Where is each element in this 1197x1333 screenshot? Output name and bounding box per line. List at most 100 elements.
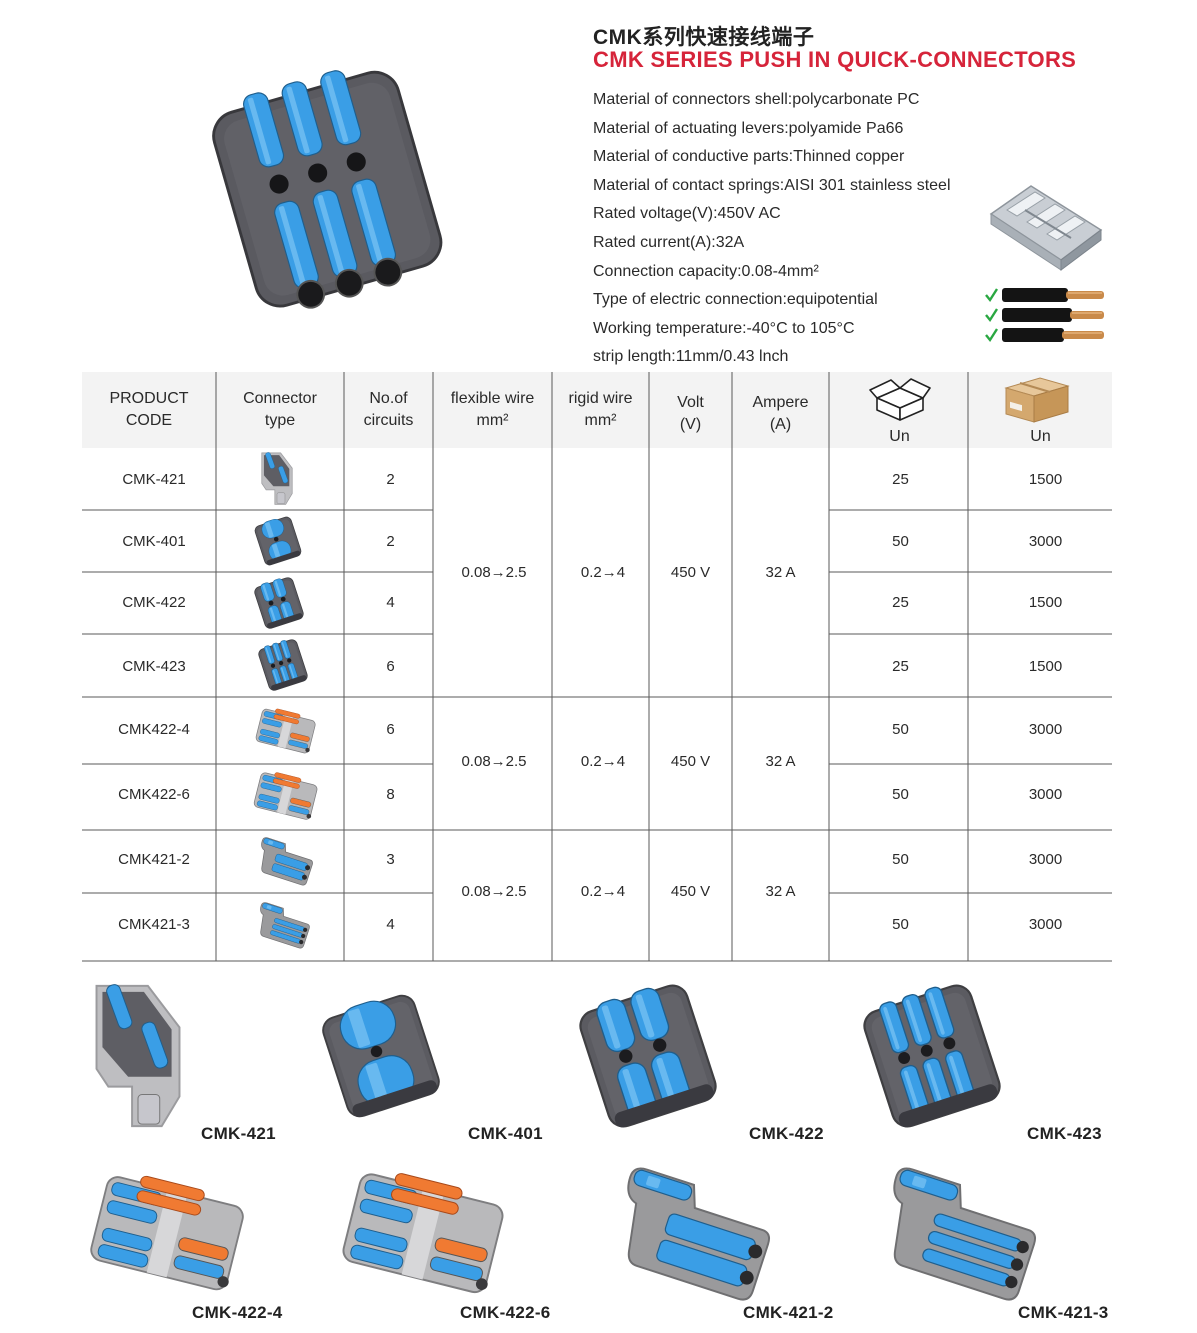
header-circuits-line2: circuits: [363, 412, 414, 429]
row-un-carton: 3000: [1028, 851, 1063, 868]
row-code: CMK421-2: [118, 851, 190, 868]
header-connector-type-line2: type: [264, 412, 296, 429]
group-rigid-wire: 0.2→4: [580, 753, 626, 770]
spec-rated-voltage: Rated voltage(V):450V AC: [593, 205, 781, 223]
group-rigid-wire: 0.2→4: [580, 883, 626, 900]
header-volt: Volt (V): [649, 392, 732, 436]
group-ampere: 32 A: [765, 753, 796, 770]
row-code: CMK-401: [122, 533, 186, 550]
row-circuits: 8: [386, 786, 395, 803]
connector-thumb: [248, 901, 318, 949]
checkmark-icon: [985, 288, 999, 303]
gallery-image-cmk-422: [574, 978, 722, 1134]
row-circuits: 6: [386, 658, 395, 675]
connector-thumb: [251, 637, 315, 693]
stripped-wires-icon: [985, 288, 1104, 343]
spec-lever-material: Material of actuating levers:polyamide P…: [593, 119, 904, 137]
group-flexible-wire: 0.08→2.5: [461, 564, 527, 581]
gallery-image-cmk-422-4: [86, 1163, 250, 1303]
header-product-code-line2: CODE: [125, 412, 173, 429]
spec-connection-type: Type of electric connection:equipotentia…: [593, 291, 878, 309]
group-ampere: 32 A: [765, 564, 796, 581]
row-un-carton: 1500: [1028, 471, 1063, 488]
connector-thumb: [254, 705, 318, 757]
wire-2: [1002, 308, 1104, 322]
header-un-carton: Un: [1030, 428, 1051, 445]
row-un-box: 50: [892, 721, 909, 738]
header-rigid-wire-line1: rigid wire: [568, 390, 633, 407]
spec-list: Material of connectors shell:polycarbona…: [593, 86, 951, 372]
carton-box-icon: [1004, 377, 1070, 423]
gallery-image-cmk-401: [318, 980, 444, 1132]
group-volt: 450 V: [670, 883, 711, 900]
gallery-label-cmk-422-6: CMK-422-6: [460, 1303, 551, 1322]
row-code: CMK-421: [122, 471, 186, 488]
group-flexible-wire: 0.08→2.5: [461, 753, 527, 770]
row-circuits: 3: [386, 851, 395, 868]
header-rigid-wire-line2: mm²: [584, 412, 617, 429]
row-code: CMK-422: [122, 594, 186, 611]
group-flexible-wire: 0.08→2.5: [461, 883, 527, 900]
hero-connector-image: [196, 64, 458, 322]
row-circuits: 2: [386, 533, 395, 550]
header-rigid-wire: rigid wire mm²: [552, 388, 649, 432]
title-chinese: CMK系列快速接线端子: [593, 26, 815, 49]
row-circuits: 6: [386, 721, 395, 738]
wire-1: [1002, 288, 1104, 302]
group-volt: 450 V: [670, 753, 711, 770]
row-code: CMK421-3: [118, 916, 190, 933]
row-un-carton: 3000: [1028, 786, 1063, 803]
header-circuits-line1: No.of: [369, 390, 408, 407]
spec-strip-length: strip length:11mm/0.43 lnch: [593, 348, 789, 366]
spec-rated-current: Rated current(A):32A: [593, 233, 745, 251]
row-un-carton: 3000: [1028, 916, 1063, 933]
gallery-image-cmk-421: [82, 978, 194, 1136]
row-un-box: 50: [892, 851, 909, 868]
header-circuits: No.of circuits: [344, 388, 433, 432]
gallery-label-cmk-401: CMK-401: [468, 1124, 543, 1143]
group-rigid-wire: 0.2→4: [580, 564, 626, 581]
gallery-label-cmk-423: CMK-423: [1027, 1124, 1102, 1143]
row-un-box: 50: [892, 533, 909, 550]
spec-spring-material: Material of contact springs:AISI 301 sta…: [593, 176, 951, 194]
row-code: CMK422-4: [118, 721, 190, 738]
connector-thumb: [252, 769, 320, 823]
connector-thumb: [250, 836, 320, 886]
row-un-carton: 3000: [1028, 533, 1063, 550]
checkmark-icon: [985, 328, 999, 343]
header-product-code: PRODUCT CODE: [82, 388, 216, 432]
header-flexible-wire-line1: flexible wire: [450, 390, 535, 407]
contact-spring-icon: [989, 185, 1103, 271]
spec-table-grid: [82, 372, 1112, 962]
gallery-image-cmk-421-3: [864, 1164, 1054, 1302]
spec-conductive-material: Material of conductive parts:Thinned cop…: [593, 148, 905, 166]
header-connector-type: Connector type: [216, 388, 344, 432]
row-un-carton: 3000: [1028, 721, 1063, 738]
row-un-box: 50: [892, 786, 909, 803]
gallery-label-cmk-422: CMK-422: [749, 1124, 824, 1143]
open-box-icon: [869, 378, 931, 421]
header-volt-line1: Volt: [677, 394, 704, 411]
gallery-image-cmk-421-2: [602, 1164, 784, 1302]
row-code: CMK-423: [122, 658, 186, 675]
spec-connection-capacity: Connection capacity:0.08-4mm²: [593, 262, 819, 280]
gallery-image-cmk-423: [850, 978, 1014, 1134]
row-circuits: 4: [386, 594, 395, 611]
spec-shell-material: Material of connectors shell:polycarbona…: [593, 91, 920, 108]
row-circuits: 4: [386, 916, 395, 933]
gallery-label-cmk-421-2: CMK-421-2: [743, 1303, 834, 1322]
header-un-box: Un: [889, 428, 910, 445]
row-un-carton: 1500: [1028, 658, 1063, 675]
row-un-box: 50: [892, 916, 909, 933]
header-volt-line2: (V): [679, 416, 702, 433]
gallery-label-cmk-421-3: CMK-421-3: [1018, 1303, 1109, 1322]
header-ampere: Ampere (A): [732, 392, 829, 436]
spec-working-temperature: Working temperature:-40°C to 105°C: [593, 319, 855, 337]
row-un-box: 25: [892, 594, 909, 611]
row-un-carton: 1500: [1028, 594, 1063, 611]
title-english: CMK SERIES PUSH IN QUICK-CONNECTORS: [593, 47, 1077, 72]
row-code: CMK422-6: [118, 786, 190, 803]
header-flexible-wire: flexible wire mm²: [433, 388, 552, 432]
connector-thumb: [253, 513, 303, 569]
row-un-box: 25: [892, 658, 909, 675]
